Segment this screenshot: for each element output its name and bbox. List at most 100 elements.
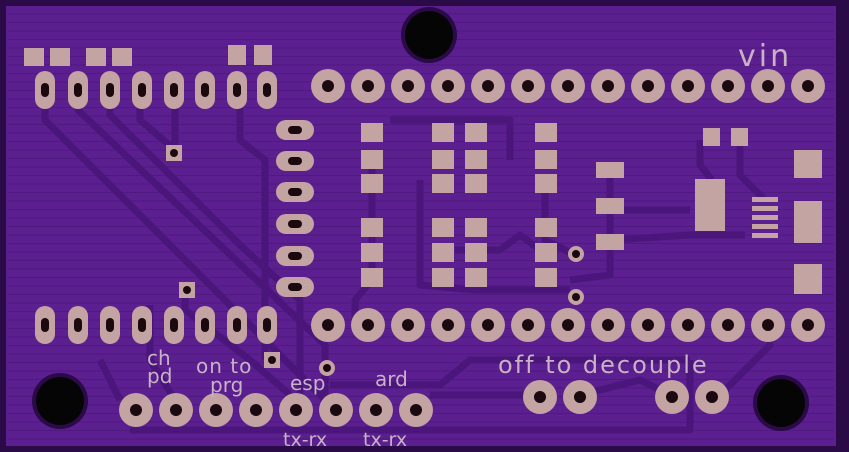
smd-pad <box>596 234 624 250</box>
drill-hole <box>410 404 422 416</box>
drill-slot <box>138 318 146 332</box>
drills <box>41 80 814 416</box>
drill-hole <box>370 404 382 416</box>
drill-hole <box>802 80 814 92</box>
silk-label-prg: prg <box>210 373 243 397</box>
drill-slot <box>263 318 271 332</box>
drill-slot <box>106 83 114 97</box>
smd-pad <box>432 123 454 142</box>
smd-pad <box>432 243 454 262</box>
drill-hole <box>574 391 586 403</box>
silk-label-ard: ard <box>375 367 408 391</box>
silk-label-esp: esp <box>290 371 325 395</box>
smd-pad <box>535 123 557 142</box>
smd-pad <box>112 48 132 66</box>
via-hole <box>268 356 276 364</box>
drill-hole <box>802 319 814 331</box>
smd-pad <box>752 197 778 202</box>
silk-label-vin: vin <box>738 39 792 74</box>
drill-hole <box>442 80 454 92</box>
smd-pad <box>361 150 383 169</box>
smd-pad <box>752 224 778 229</box>
drill-hole <box>762 319 774 331</box>
smd-pad <box>432 174 454 193</box>
drill-slot <box>170 83 178 97</box>
via-hole <box>170 149 178 157</box>
drill-hole <box>682 80 694 92</box>
drill-hole <box>722 319 734 331</box>
trace <box>541 180 577 259</box>
mounting-hole <box>36 377 84 425</box>
drill-hole <box>482 80 494 92</box>
trace <box>611 231 745 244</box>
drill-hole <box>666 391 678 403</box>
drill-hole <box>362 319 374 331</box>
drill-slot <box>138 83 146 97</box>
silk-label-pd: pd <box>147 364 172 388</box>
smd-pad <box>752 206 778 211</box>
mounting-hole <box>757 379 805 427</box>
drill-slot <box>201 318 209 332</box>
smd-pad <box>465 243 487 262</box>
trace <box>736 140 768 203</box>
smd-pad <box>361 268 383 287</box>
smd-pad <box>361 218 383 237</box>
drill-hole <box>706 391 718 403</box>
drill-hole <box>402 80 414 92</box>
drill-hole <box>330 404 342 416</box>
drill-hole <box>362 80 374 92</box>
drill-slot <box>288 220 302 228</box>
smd-pad <box>703 128 720 146</box>
smd-pad <box>596 162 624 178</box>
smd-pad <box>50 48 70 66</box>
drill-slot <box>233 318 241 332</box>
smd-pad <box>432 218 454 237</box>
drill-hole <box>534 391 546 403</box>
trace <box>236 90 269 360</box>
drill-hole <box>642 319 654 331</box>
smd-pad <box>254 45 272 65</box>
silk-label-ch: ch <box>147 346 171 370</box>
trace <box>96 358 124 402</box>
drill-hole <box>290 404 302 416</box>
drill-hole <box>402 319 414 331</box>
smd-pad <box>361 243 383 262</box>
drill-slot <box>263 83 271 97</box>
drill-hole <box>682 319 694 331</box>
trace <box>181 290 293 398</box>
smd-pad <box>752 233 778 238</box>
silk-label-on-to: on to <box>196 354 252 378</box>
silk-label-tx-rx-ard: tx-rx <box>363 429 407 451</box>
smd-pad <box>535 218 557 237</box>
smd-pad <box>731 128 748 146</box>
drill-slot <box>201 83 209 97</box>
drill-slot <box>41 318 49 332</box>
smd-pad <box>465 123 487 142</box>
drill-slot <box>288 252 302 260</box>
drill-hole <box>442 319 454 331</box>
drill-slot <box>106 318 114 332</box>
drill-slot <box>74 318 82 332</box>
smd-pad <box>465 174 487 193</box>
drill-slot <box>288 157 302 165</box>
smd-pad <box>432 268 454 287</box>
drill-slot <box>288 283 302 291</box>
drill-hole <box>642 80 654 92</box>
drill-hole <box>522 80 534 92</box>
drill-hole <box>250 404 262 416</box>
via-hole <box>183 286 191 294</box>
smd-pad <box>465 150 487 169</box>
smd-pad <box>361 174 383 193</box>
smd-pad <box>794 264 822 294</box>
drill-slot <box>288 126 302 134</box>
mounting-hole <box>405 11 453 59</box>
smd-pad <box>535 150 557 169</box>
drill-hole <box>602 80 614 92</box>
drill-hole <box>562 319 574 331</box>
drill-slot <box>74 83 82 97</box>
trace <box>416 180 570 294</box>
drill-hole <box>482 319 494 331</box>
drill-hole <box>522 319 534 331</box>
trace <box>696 140 715 183</box>
